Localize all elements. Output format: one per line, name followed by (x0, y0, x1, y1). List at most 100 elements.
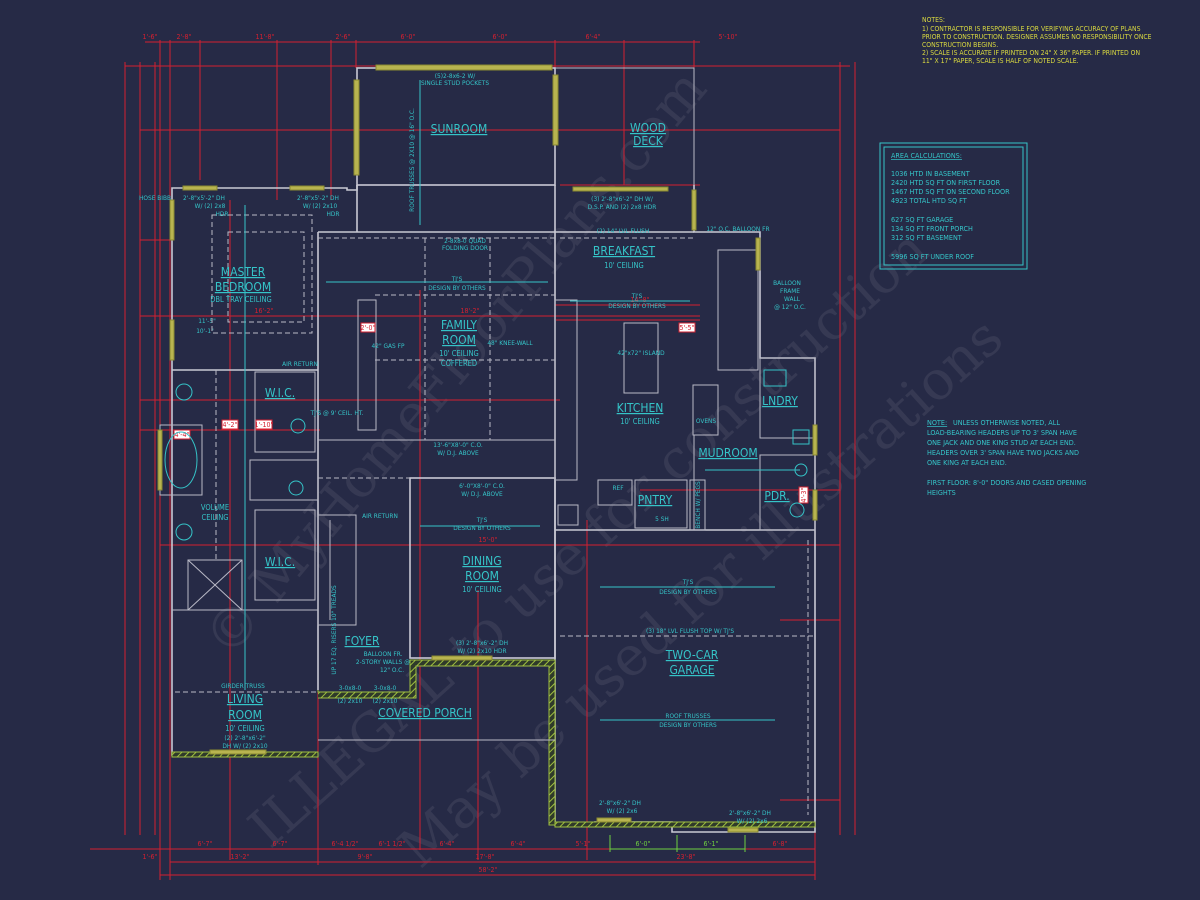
window (431, 655, 493, 661)
annotation: FOLDING DOOR (442, 244, 488, 252)
annotation: GIRDER TRUSS (221, 682, 265, 690)
annotation: W/ (2) 2x8 (195, 202, 226, 210)
dim-label: 9'-8" (358, 853, 373, 861)
annotation: 2'-8"x5'-2" DH (297, 194, 339, 202)
dim-tag: 5'-5" (680, 324, 695, 332)
annotation: W/ (2) 2x6 (607, 807, 638, 815)
area-line: 2420 HTD SQ FT ON FIRST FLOOR (891, 178, 1001, 187)
top-dimensions: 1'-6" 2'-8" 11'-8" 2'-6" 6'-0" 6'-0" 6'-… (143, 33, 738, 41)
dim-label: 6'-8" (773, 840, 788, 848)
dim-label: 6'-7" (198, 840, 213, 848)
dim-tag: 4'-3" (800, 487, 808, 502)
window (353, 79, 360, 176)
window (727, 827, 759, 833)
garage-door-dim: 6'-1" (704, 840, 719, 848)
annotation: W/ (2) 2x10 (303, 202, 338, 210)
annotation: TJ'S @ 9' CEIL. HT. (310, 409, 364, 417)
dim-label: 6'-4 1/2" (331, 840, 358, 848)
annotation: D.S.P. AND (2) 2x8 HDR (588, 203, 657, 211)
room-labels: SUNROOM WOOD DECK MASTER BEDROOM DBL TRA… (201, 121, 798, 733)
annotation: HDR (216, 210, 229, 218)
room-powder: PDR. (764, 489, 789, 503)
annotation: 42"x72" ISLAND (617, 349, 665, 357)
window (812, 489, 818, 521)
room-note: 10' CEILING (604, 261, 644, 270)
annotation: 5 SH (655, 515, 669, 523)
area-line: 1467 HTD SQ FT ON SECOND FLOOR (891, 187, 1010, 196)
notes-line: PRIOR TO CONSTRUCTION. DESIGNER ASSUMES … (922, 33, 1152, 41)
window (552, 74, 559, 146)
notes-title: NOTES: (922, 16, 945, 24)
room-note: 10' CEILING (439, 349, 479, 358)
annotation: HDR (327, 210, 340, 218)
annotation: W/ (2) 2x10 HDR (457, 647, 506, 655)
dim-label: 1'-6" (143, 33, 158, 41)
room-dimensions: 16'-2" 14'-8" 15'-0" 18'-2" 11'-5" 10'-1… (173, 296, 809, 544)
annotation: (5)2-8x6-2 W/ (435, 72, 475, 80)
area-line: 627 SQ FT GARAGE (891, 215, 953, 224)
header-note-line: LOAD-BEARING HEADERS UP TO 3' SPAN HAVE (927, 428, 1077, 437)
annotation: (3) 2'-8"x6'-2" DH W/ (591, 195, 653, 203)
annotation: (3) 18" LVL FLUSH TOP W/ TJ'S (646, 627, 734, 635)
annotation: 12" O.C. BALLOON FR (706, 225, 769, 233)
header-note-line: ONE KING AT EACH END. (927, 458, 1007, 467)
area-line: 5996 SQ FT UNDER ROOF (891, 252, 974, 261)
ceiling-lines (175, 214, 815, 815)
annotation: (3) 2'-8"x6'-2" DH (456, 639, 508, 647)
span-arrows (244, 80, 800, 721)
annotation: UP 17 EQ. RISERS 10" TREADS (330, 585, 338, 675)
room-living: LIVING (227, 692, 263, 706)
annotation: W/ D.J. ABOVE (437, 449, 479, 457)
annotation: 13'-6"X8'-0" C.O. (433, 441, 483, 449)
dim-label: 17'-8" (476, 853, 495, 861)
dim-label: 6'-0" (401, 33, 416, 41)
window (755, 237, 761, 271)
dim-label: 1'-6" (143, 853, 158, 861)
annotation: TJ'S (476, 516, 488, 524)
area-line: 4923 TOTAL HTD SQ FT (891, 196, 967, 205)
header-note: NOTE: UNLESS OTHERWISE NOTED, ALL LOAD-B… (927, 418, 1086, 497)
room-covered-porch: COVERED PORCH (378, 706, 472, 720)
annotation: AIR RETURN (282, 360, 318, 368)
dim-tag: 4'-2" (223, 421, 238, 429)
window (812, 424, 818, 456)
annotation: TJ'S (682, 578, 694, 586)
room-note: CEILING (202, 513, 229, 522)
room-garage: TWO-CAR (665, 648, 719, 662)
overall-dimension: 58'-2" (479, 866, 498, 874)
dim-tag: 2'-0" (361, 324, 376, 332)
room-wood-deck: DECK (633, 134, 664, 148)
room-pantry: PNTRY (638, 493, 673, 507)
room-dining: DINING (462, 554, 501, 568)
room-breakfast: BREAKFAST (593, 244, 656, 258)
annotation: DESIGN BY OTHERS (608, 302, 666, 310)
room-sunroom: SUNROOM (431, 122, 488, 136)
room-master-bedroom: BEDROOM (215, 280, 271, 294)
annotation: (2) 2x10 (373, 697, 398, 705)
header-note-line: UNLESS OTHERWISE NOTED, ALL (953, 418, 1060, 427)
room-dining: ROOM (465, 569, 499, 583)
header-note-label: NOTE: (927, 418, 947, 427)
room-note: 10' CEILING (225, 724, 265, 733)
room-note: 10' CEILING (620, 417, 660, 426)
dim-label: 6'-4" (586, 33, 601, 41)
window (157, 429, 163, 491)
annotation: SINGLE STUD POCKETS (421, 79, 489, 87)
window (691, 189, 697, 231)
dim-label: 6'-4" (440, 840, 455, 848)
annotation: ROOF TRUSSES (665, 712, 711, 720)
annotation: DESIGN BY OTHERS (659, 721, 717, 729)
annotation: 2'-8"x5'-2" DH (183, 194, 225, 202)
dim-label: 23'-8" (677, 853, 696, 861)
room-note: COFFERED (441, 359, 477, 368)
annotation: ROOF TRUSSES @ 2X10 @ 16" O.C. (408, 108, 416, 212)
dim-label: 10'-1" (196, 327, 214, 335)
dim-label: 11'-5" (198, 317, 216, 325)
window (375, 64, 553, 71)
annotation: TJ'S (451, 275, 463, 283)
area-line: 134 SQ FT FRONT PORCH (891, 224, 973, 233)
room-wic: W.I.C. (265, 555, 295, 569)
notes-line: 1) CONTRACTOR IS RESPONSIBLE FOR VERIFYI… (922, 25, 1141, 33)
area-line: 1036 HTD IN BASEMENT (891, 169, 970, 178)
